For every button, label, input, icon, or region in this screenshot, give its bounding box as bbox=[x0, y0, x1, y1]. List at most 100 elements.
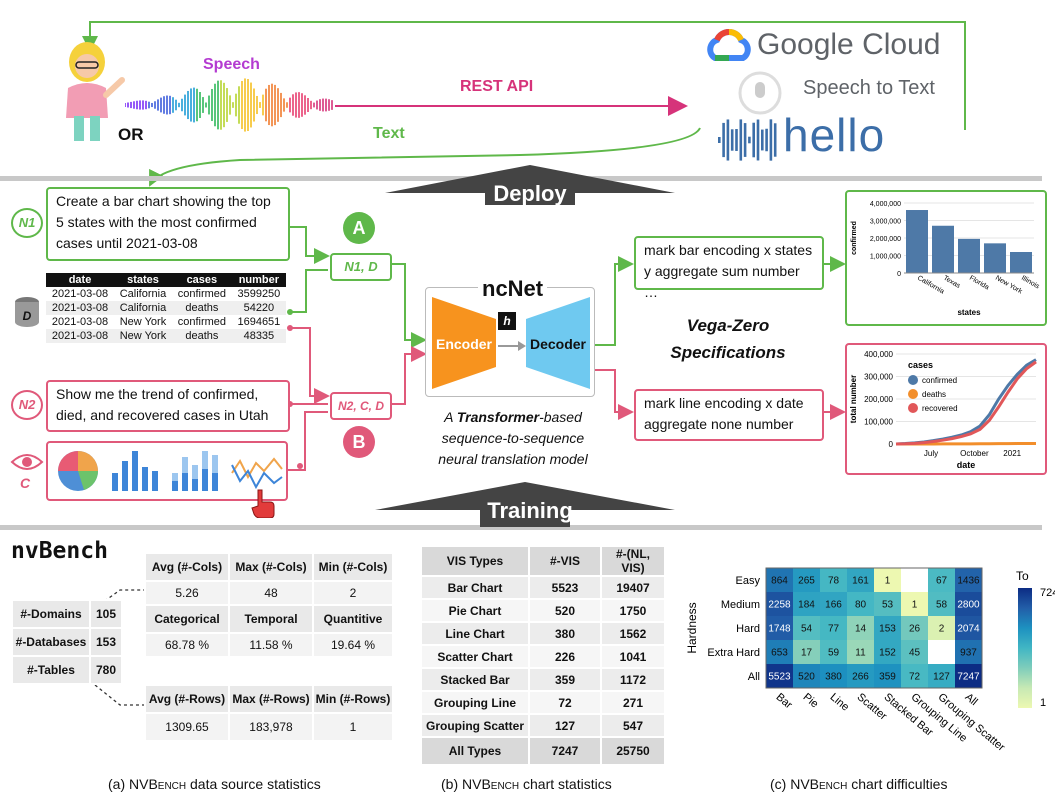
cell-value: 26 bbox=[909, 624, 921, 635]
heatmap-cell bbox=[928, 664, 955, 688]
table-row: Avg (#-Cols) Max (#-Cols) Min (#-Cols) bbox=[144, 552, 394, 582]
row-label: Extra Hard bbox=[707, 647, 760, 659]
cell-value: 80 bbox=[855, 600, 867, 611]
legend-marker bbox=[908, 389, 918, 399]
x-tick-label: Illinois bbox=[1020, 275, 1041, 291]
heatmap-cell bbox=[820, 664, 847, 688]
cell-value: 153 bbox=[879, 624, 896, 635]
col-states: states bbox=[114, 273, 172, 287]
bar bbox=[1010, 252, 1032, 273]
heatmap-cell bbox=[847, 664, 874, 688]
h-arrow bbox=[498, 338, 526, 351]
col-number: number bbox=[231, 273, 286, 287]
row-label: Medium bbox=[721, 599, 760, 611]
heatmap-border bbox=[765, 567, 983, 689]
b-circle-badge: B bbox=[343, 426, 375, 458]
cell-value: 265 bbox=[798, 576, 815, 587]
caption-c: (c) NVBench chart difficulties bbox=[770, 776, 948, 792]
cell-value: 127 bbox=[933, 672, 950, 683]
heatmap-cell bbox=[847, 640, 874, 664]
training-arrow bbox=[375, 482, 675, 527]
cell-value: 72 bbox=[909, 672, 921, 683]
y-tick-label: 100,000 bbox=[864, 418, 893, 427]
col-date: date bbox=[46, 273, 114, 287]
col-cases: cases bbox=[171, 273, 232, 287]
cell-value: 53 bbox=[882, 600, 894, 611]
hand-cursor-icon bbox=[250, 488, 276, 519]
heatmap-cell bbox=[901, 616, 928, 640]
hello-text: hello bbox=[783, 109, 886, 161]
cell-value: 380 bbox=[825, 672, 842, 683]
legend-label: recovered bbox=[922, 404, 958, 413]
nvbench-title: nvBench bbox=[11, 538, 108, 564]
y-tick-label: 0 bbox=[897, 271, 901, 278]
y-axis-label: Hardness bbox=[685, 602, 699, 653]
n1-query-box: Create a bar chart showing the top 5 sta… bbox=[46, 187, 290, 261]
heatmap-cell bbox=[793, 640, 820, 664]
heatmap-cell bbox=[766, 568, 793, 592]
heatmap-cell bbox=[847, 616, 874, 640]
bar-chart: 01,000,0002,000,0003,000,0004,000,000Cal… bbox=[851, 201, 1041, 317]
heatmap-cell bbox=[928, 592, 955, 616]
heatmap-cell bbox=[766, 592, 793, 616]
cell-value: 11 bbox=[855, 648, 866, 659]
y-tick-label: 200,000 bbox=[864, 395, 893, 404]
legend-label: confirmed bbox=[922, 376, 957, 385]
n1-d-box: N1, D bbox=[330, 253, 392, 281]
decoder-label: Decoder bbox=[529, 336, 587, 352]
column-label: Pie bbox=[801, 691, 821, 710]
heatmap-cell bbox=[874, 568, 901, 592]
heatmap-cell bbox=[955, 568, 982, 592]
colorbar-title: To bbox=[1016, 569, 1029, 583]
legend-label: deaths bbox=[922, 390, 946, 399]
legend-marker bbox=[908, 375, 918, 385]
chart-thumbnails-box bbox=[46, 441, 288, 501]
heatmap-cell bbox=[847, 592, 874, 616]
heatmap-cell bbox=[901, 568, 928, 592]
colorbar-min-label: 1 bbox=[1040, 697, 1046, 709]
text-label: Text bbox=[373, 125, 405, 142]
person-avatar bbox=[50, 40, 125, 145]
database-icon: D bbox=[14, 296, 40, 328]
heatmap-cell bbox=[928, 568, 955, 592]
data-table-header: date states cases number bbox=[46, 273, 286, 287]
caption-a: (a) NVBench data source statistics bbox=[108, 776, 321, 792]
speech-to-text-label: Speech to Text bbox=[803, 77, 935, 99]
bar bbox=[932, 225, 954, 273]
cell-value: 58 bbox=[936, 600, 948, 611]
column-label: All bbox=[963, 691, 980, 708]
table-row: Avg (#-Rows) Max (#-Rows) Min (#-Rows) bbox=[144, 684, 394, 714]
deploy-label: Deploy bbox=[493, 181, 567, 206]
cell-value: 161 bbox=[852, 576, 869, 587]
ncnet-caption: A Transformer-based sequence-to-sequence… bbox=[438, 409, 588, 467]
table-row: 68.78 % 11.58 % 19.64 % bbox=[144, 632, 394, 658]
heatmap-cell bbox=[928, 640, 955, 664]
column-label: Line bbox=[828, 691, 852, 714]
n1-badge: N1 bbox=[11, 208, 43, 238]
heatmap-cell bbox=[874, 592, 901, 616]
heatmap-cell bbox=[820, 568, 847, 592]
training-label: Training bbox=[487, 498, 573, 523]
h-state-box: h bbox=[498, 312, 516, 330]
cell-value: 67 bbox=[936, 576, 948, 587]
x-axis-label: states bbox=[957, 308, 981, 317]
table-row: 5.26 48 2 bbox=[144, 580, 394, 606]
series-line-confirmed bbox=[895, 358, 1037, 446]
heatmap-cell bbox=[901, 664, 928, 688]
table-row: 1309.65 183,978 1 bbox=[144, 712, 394, 742]
spec2-box: mark line encoding x date aggregate none… bbox=[634, 389, 824, 441]
c-badge: C bbox=[20, 475, 31, 491]
x-tick-label: Texas bbox=[942, 275, 962, 290]
cell-value: 2 bbox=[939, 624, 945, 635]
cell-value: 864 bbox=[771, 576, 788, 587]
table-row: Categorical Temporal Quantitive bbox=[144, 604, 394, 634]
